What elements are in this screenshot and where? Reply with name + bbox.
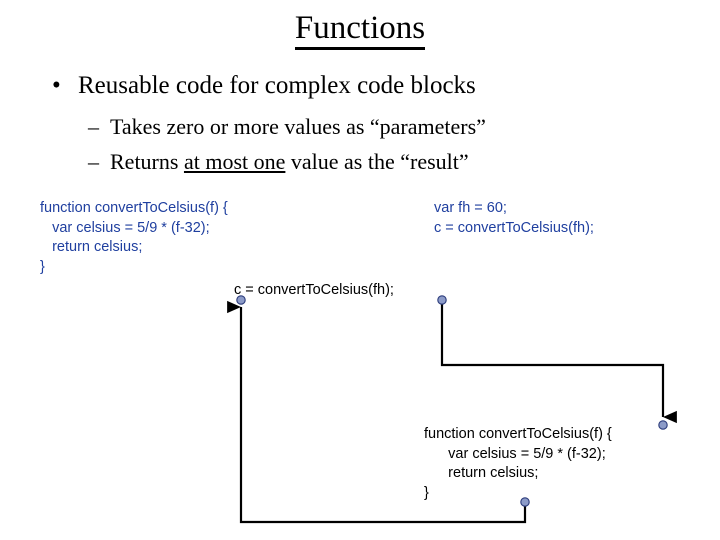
sub-bullet-text: Takes zero or more values as “parameters… — [110, 114, 486, 139]
dash-marker-icon: – — [88, 114, 99, 139]
dash-marker-icon: – — [88, 149, 99, 174]
connector-handle-fh[interactable] — [437, 295, 447, 305]
page-title: Functions — [0, 8, 720, 50]
sub-bullet-text-post: value as the “result” — [285, 149, 469, 174]
bullet-marker-icon: • — [52, 72, 61, 99]
argument-flow-connector — [440, 303, 677, 424]
connector-handle-f-param[interactable] — [658, 420, 668, 430]
sub-bullet-text-pre: Returns — [110, 149, 184, 174]
sub-bullet-item-result: –Returns at most one value as the “resul… — [88, 148, 469, 176]
bullet-text: Reusable code for complex code blocks — [78, 72, 476, 99]
bullet-item-reusable-code: • Reusable code for complex code blocks — [52, 70, 476, 101]
code-block-function-body-callout: function convertToCelsius(f) { var celsi… — [424, 426, 612, 501]
code-block-function-definition: function convertToCelsius(f) { var celsi… — [40, 200, 228, 275]
code-block-caller: var fh = 60; c = convertToCelsius(fh); — [434, 200, 594, 236]
code-block-call-callout: c = convertToCelsius(fh); — [234, 282, 394, 298]
sub-bullet-item-parameters: –Takes zero or more values as “parameter… — [88, 113, 486, 141]
sub-bullet-emphasis: at most one — [183, 149, 286, 174]
page-title-text: Functions — [294, 10, 426, 50]
